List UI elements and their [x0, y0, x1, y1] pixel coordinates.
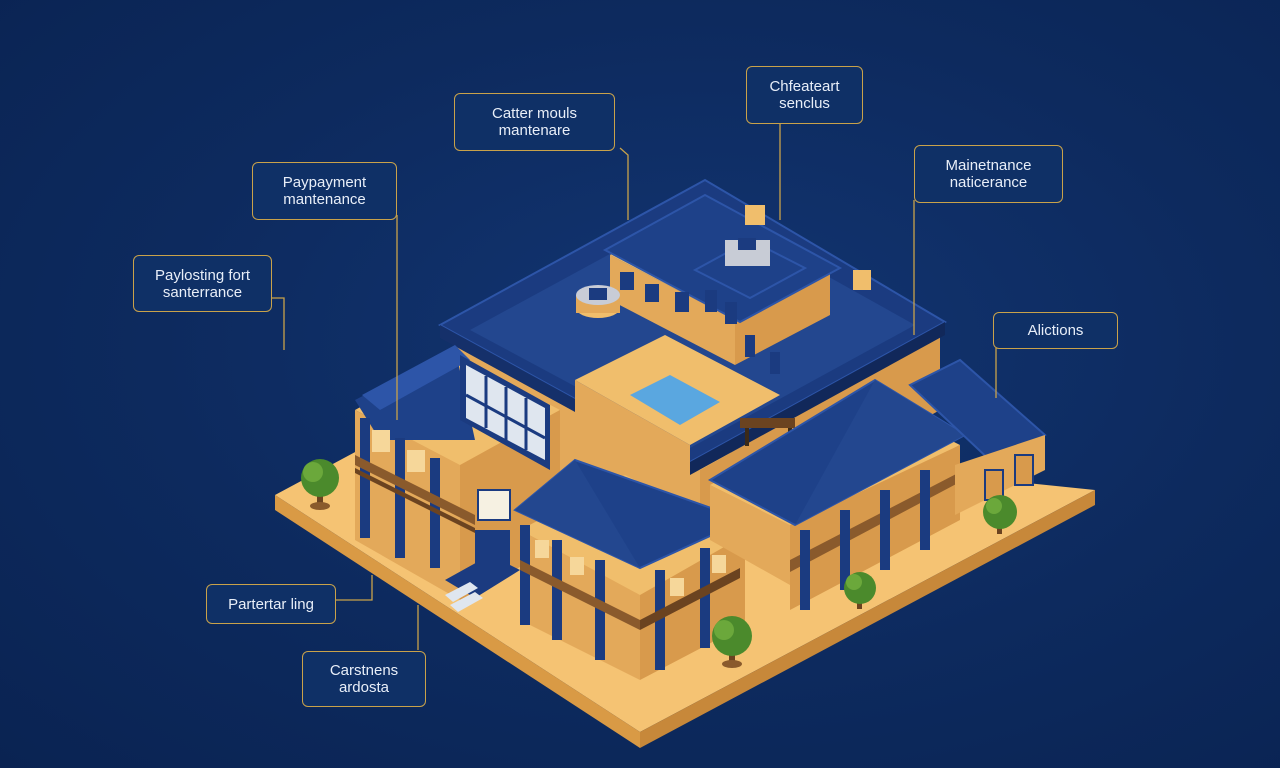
leader-lines [272, 122, 997, 650]
glass-pavilion [460, 355, 550, 470]
tree [844, 572, 876, 609]
callout-label: Alictions [993, 312, 1118, 349]
callout-line: mantenance [283, 191, 366, 208]
tree [983, 495, 1017, 534]
callout-label: Chfeateart senclus [746, 66, 863, 124]
callout-line: senclus [779, 95, 830, 112]
callout-line: Paypayment [282, 174, 367, 191]
tree [712, 616, 752, 668]
front-pagoda-block [513, 458, 748, 680]
roof-vent-unit [692, 205, 871, 300]
callout-label: Partertar ling [206, 584, 336, 624]
entrance-stairs [445, 489, 520, 612]
callout-line: santerrance [162, 283, 243, 301]
tree [301, 459, 339, 510]
right-pagoda-block [707, 378, 968, 610]
roof-water-tank [576, 285, 620, 318]
callout-line: Paylosting fort [154, 266, 251, 284]
callout-line: naticerance [949, 174, 1028, 191]
right-annex [908, 358, 1047, 515]
callout-label: Paylosting fort santerrance [133, 255, 272, 312]
callout-line: Alictions [1027, 322, 1084, 339]
callout-label: Paypayment mantenance [252, 162, 397, 220]
callout-label: Catter mouls mantenare [454, 93, 615, 151]
callout-line: Catter mouls [491, 105, 578, 122]
callout-label: Mainetnance naticerance [914, 145, 1063, 203]
callout-line: Mainetnance [945, 157, 1032, 174]
callout-line: Chfeateart [769, 78, 840, 95]
callout-line: Carstnens [329, 662, 399, 679]
callout-line: ardosta [338, 679, 390, 696]
callout-line: Partertar ling [228, 595, 314, 613]
callout-label: Carstnens ardosta [302, 651, 426, 707]
callout-line: mantenare [498, 122, 571, 139]
trees [301, 459, 1017, 668]
